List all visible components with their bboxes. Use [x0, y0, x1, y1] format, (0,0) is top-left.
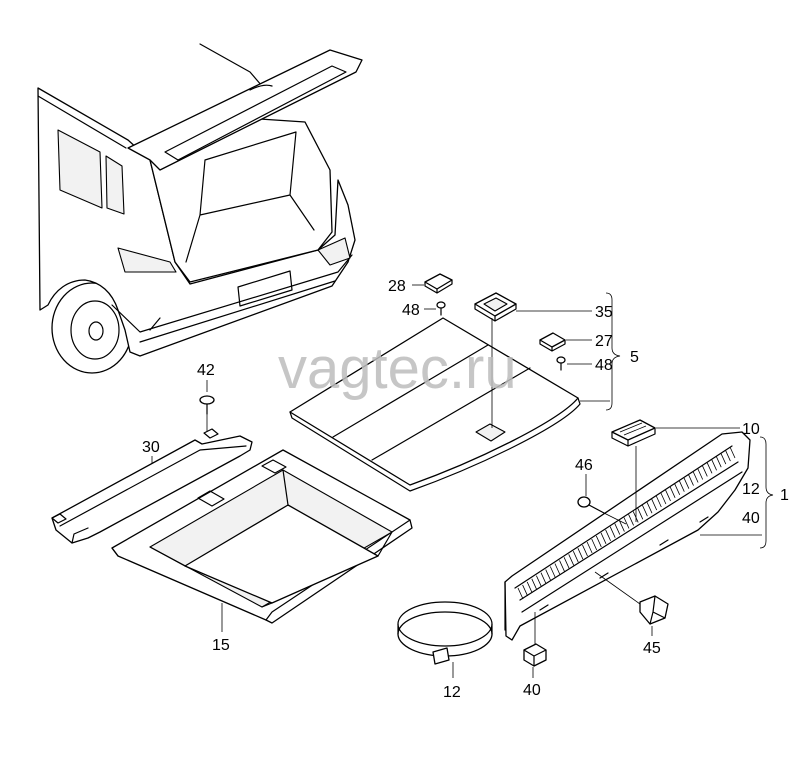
label-42: 42 [197, 362, 215, 379]
watermark: vagtec.ru [278, 336, 517, 401]
side-window [57, 129, 103, 209]
label-28: 28 [388, 278, 406, 295]
strap-ring-12 [397, 601, 493, 665]
label-10: 10 [742, 421, 760, 438]
tailgate-inner-trim [164, 65, 347, 161]
part-labels: 28 48 35 27 48 5 42 30 15 10 12 1 40 46 … [142, 278, 789, 701]
label-27: 27 [595, 333, 613, 350]
rear-bumper [111, 254, 353, 343]
strip-tab [51, 513, 67, 524]
rear-light-left [117, 247, 177, 273]
label-48-b: 48 [595, 357, 613, 374]
label-40: 40 [742, 510, 760, 527]
screw-48-b [556, 356, 566, 371]
trim-panel-ribbing [517, 446, 736, 600]
rear-trim-panel [504, 431, 751, 641]
label-5: 5 [630, 349, 639, 366]
cover-cutout [475, 423, 506, 442]
support-strip [51, 428, 253, 544]
floor-notch [261, 459, 287, 474]
screw-48 [436, 301, 446, 316]
bolt-42 [199, 395, 215, 432]
cover-fold-line [371, 367, 531, 461]
roof-far-edge [199, 43, 263, 87]
label-45: 45 [643, 640, 661, 657]
label-15: 15 [212, 637, 230, 654]
strap-buckle [432, 647, 450, 665]
bracket-5 [605, 292, 621, 411]
label-12-b: 12 [443, 684, 461, 701]
retainer-27 [539, 332, 566, 352]
leader-lines [151, 284, 762, 678]
license-plate-recess [237, 270, 293, 307]
floor-notch [197, 490, 225, 507]
car-rear-view [37, 43, 363, 374]
label-1: 1 [780, 487, 789, 504]
luggage-compartment-cover [289, 317, 581, 492]
bracket-1 [759, 436, 774, 549]
trim-panel-slot [539, 516, 709, 611]
trunk-interior-lines [185, 131, 315, 263]
roof-near-edge [37, 95, 127, 149]
cover-fold-line [332, 344, 489, 438]
label-12: 12 [742, 481, 760, 498]
car-body [37, 87, 356, 357]
label-46: 46 [575, 457, 593, 474]
label-40-b: 40 [523, 682, 541, 699]
retainer-28 [424, 273, 453, 294]
label-48: 48 [402, 302, 420, 319]
screw-46 [577, 496, 627, 525]
clip-40 [523, 612, 547, 667]
label-35: 35 [595, 304, 613, 321]
clip-10 [611, 419, 656, 522]
clip-45 [594, 571, 669, 625]
handle-35 [474, 292, 517, 322]
strip-tab [203, 428, 219, 439]
loading-floor [111, 449, 413, 624]
label-30: 30 [142, 439, 160, 456]
rear-quarter-window [105, 155, 125, 215]
tailgate-open [127, 49, 363, 171]
